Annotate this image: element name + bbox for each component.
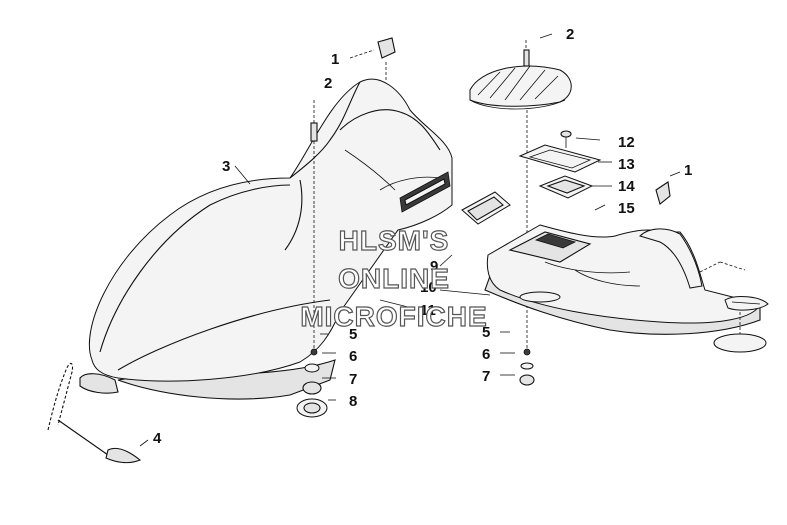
- label-right-1: 1: [684, 162, 692, 179]
- label-right-12: 12: [618, 134, 635, 151]
- label-right-7: 7: [482, 368, 490, 385]
- label-mid-9: 9: [430, 258, 438, 275]
- hardware-stack-left: [296, 205, 336, 418]
- hardware-stack-right: [500, 331, 535, 386]
- label-mid-10: 10: [420, 279, 437, 296]
- label-right-13: 13: [618, 156, 635, 173]
- right-seat-body-part-15: [484, 204, 769, 335]
- label-right-14: 14: [618, 178, 635, 195]
- label-left-3: 3: [222, 158, 230, 175]
- label-left-2: 2: [324, 75, 332, 92]
- label-right-15: 15: [618, 200, 635, 217]
- strap-part-4: [47, 362, 149, 464]
- cap-part-1-right: [655, 171, 681, 205]
- label-left-5: 5: [349, 326, 357, 343]
- handlebar-area-top-right: [469, 33, 572, 110]
- label-right-5: 5: [482, 324, 490, 341]
- watermark-line-2: ONLINE: [338, 263, 450, 294]
- watermark-line-3: MICROFICHE: [300, 301, 487, 332]
- screw-part-12: [560, 130, 601, 148]
- label-left-6: 6: [349, 348, 357, 365]
- label-left-7: 7: [349, 371, 357, 388]
- gasket-part-14: [538, 175, 612, 199]
- label-left-8: 8: [349, 393, 357, 410]
- watermark: HLSM'S ONLINE MICROFICHE: [300, 224, 488, 332]
- label-mid-11: 11: [420, 302, 436, 319]
- part-number-labels: 1 2 3 4 5 6 7 8 9 10 11 2 12 13 14 15 1 …: [153, 26, 692, 447]
- left-seat-body: [79, 78, 453, 400]
- bracket-part-13: [518, 144, 612, 173]
- label-right-2: 2: [566, 26, 574, 43]
- trim-part-11: [461, 191, 511, 225]
- rear-grip-pad: [713, 312, 767, 353]
- screw-part-2-left: [310, 100, 318, 205]
- cap-part-1-left: [349, 37, 396, 80]
- watermark-line-1: HLSM'S: [339, 225, 450, 256]
- leaders-9-10-11: [379, 254, 491, 309]
- label-left-4: 4: [153, 430, 162, 447]
- label-left-1: 1: [331, 51, 339, 68]
- label-right-6: 6: [482, 346, 490, 363]
